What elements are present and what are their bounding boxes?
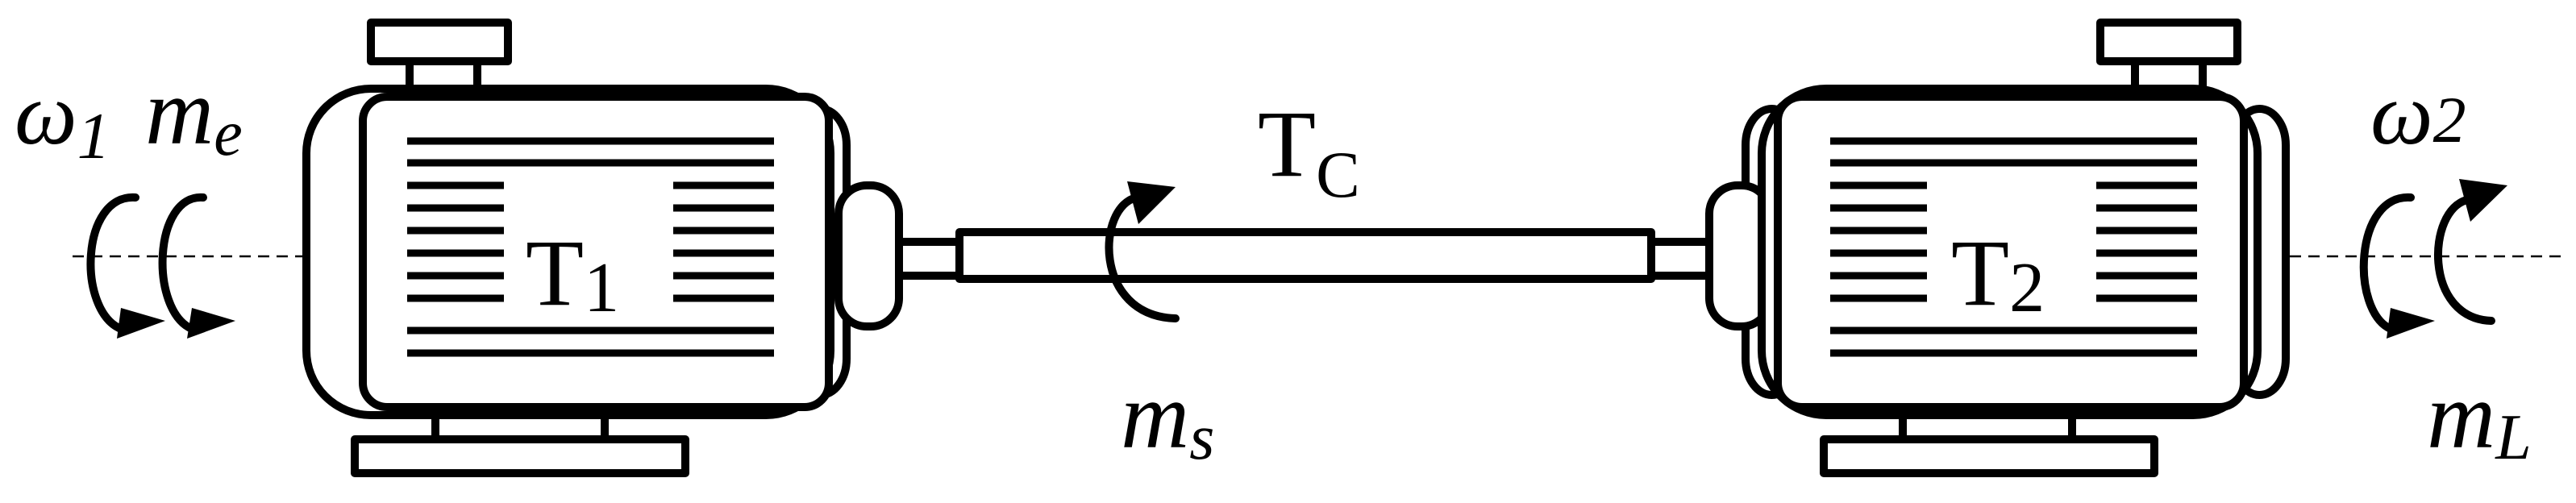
shaft	[955, 228, 1655, 283]
motor-1: T1	[302, 19, 903, 477]
shaft-stub-left	[895, 238, 963, 280]
omega-1-label: ω1	[15, 64, 110, 173]
motor-1-label: T1	[526, 220, 619, 327]
motor-1-end-bell-inner	[834, 181, 903, 330]
coupling-shaft	[895, 228, 1713, 283]
omega-2-label: ω2	[2370, 64, 2466, 163]
motor-1-base-plate	[351, 435, 689, 477]
ms-torque-arrow	[1105, 181, 1180, 322]
motor-2-terminal-cap	[2096, 19, 2241, 65]
motor-1-terminal-cap	[367, 19, 512, 65]
motor-2-label: T2	[1951, 220, 2045, 327]
ml-torque-arrow	[2433, 179, 2507, 325]
omega-1-rotation-arrow	[86, 193, 165, 339]
motor-2-base-plate	[1820, 435, 2158, 477]
shaft-stub-right	[1647, 238, 1713, 280]
shaft-torque-label: TC	[1258, 91, 1360, 211]
motor-1-cooling-fins	[407, 137, 774, 357]
ml-label: mL	[2427, 363, 2532, 473]
motor-2: T2	[1705, 19, 2290, 477]
me-torque-arrow	[158, 193, 235, 339]
omega-2-rotation-arrow	[2359, 193, 2435, 339]
motor-2-cooling-fins	[1830, 137, 2197, 357]
ms-label: ms	[1121, 363, 1214, 473]
me-label: me	[145, 59, 243, 169]
